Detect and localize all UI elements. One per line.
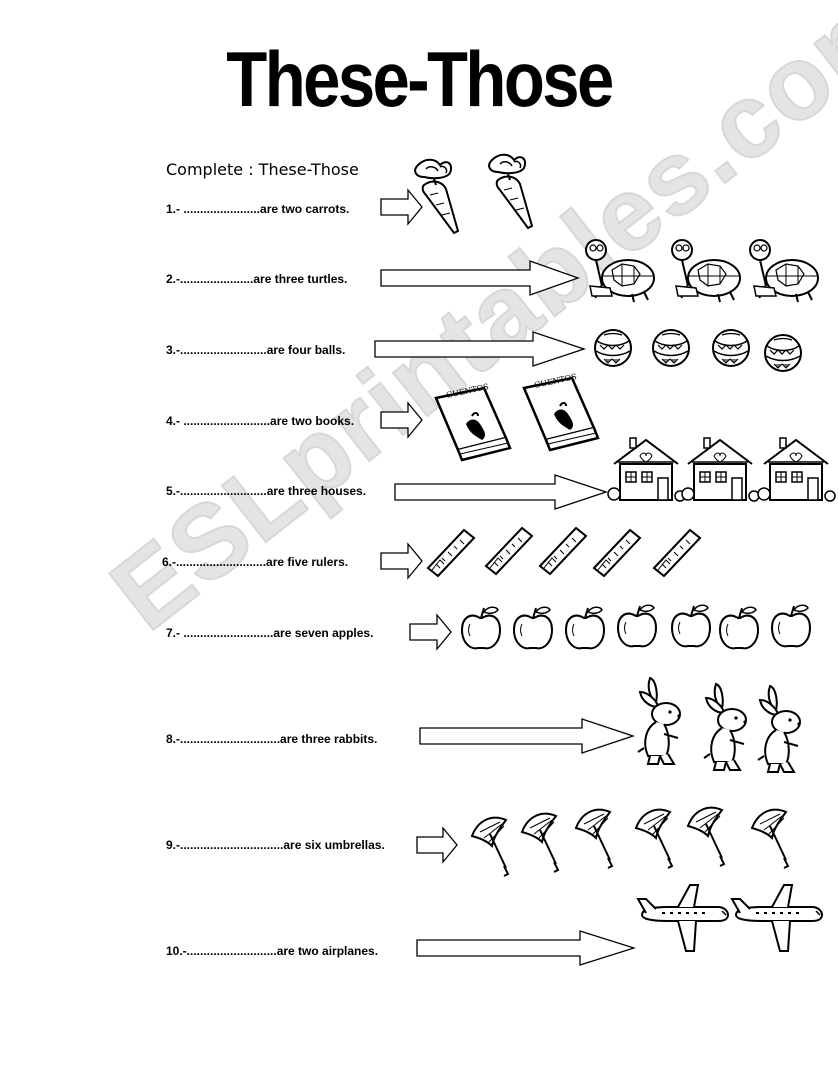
instruction: Complete : These-Those: [166, 160, 359, 179]
ruler-icon: [593, 529, 641, 577]
ruler-icon: [539, 527, 587, 575]
exercise-item-4: 4.- ..........................are two bo…: [166, 414, 355, 428]
arrow-10: [416, 930, 637, 966]
turtle-icon: [671, 239, 741, 303]
rabbit-icon: [757, 685, 802, 773]
ruler-icon: [485, 527, 533, 575]
arrow-5: [394, 474, 609, 510]
rabbit-icon: [637, 677, 682, 765]
carrot-icon: [488, 153, 533, 229]
ball-icon: [652, 329, 690, 367]
umbrella-icon: [687, 806, 725, 867]
apple-icon: [461, 606, 501, 650]
ball-icon: [712, 329, 750, 367]
house-icon: [681, 437, 760, 502]
exercise-item-1: 1.- .......................are two carro…: [166, 202, 350, 216]
apple-icon: [513, 606, 553, 650]
airplane-icon: [731, 884, 823, 952]
turtle-icon: [749, 239, 819, 303]
exercise-item-7: 7.- ...........................are seven…: [166, 626, 374, 640]
book-label: CUENTOS: [534, 372, 578, 390]
exercise-item-10: 10.-...........................are two a…: [166, 944, 379, 958]
airplane-icon: [637, 884, 729, 952]
exercise-item-8: 8.-..............................are thr…: [166, 732, 378, 746]
ball-icon: [764, 334, 802, 372]
arrow-9: [416, 826, 458, 864]
exercise-item-3: 3.-..........................are four ba…: [166, 343, 346, 357]
exercise-item-9: 9.-...............................are si…: [166, 838, 385, 852]
rabbit-icon: [703, 683, 748, 771]
arrow-6: [380, 542, 423, 580]
umbrella-icon: [521, 812, 559, 873]
umbrella-icon: [751, 808, 789, 869]
exercise-item-5: 5.-..........................are three h…: [166, 484, 367, 498]
apple-icon: [671, 604, 711, 648]
arrow-1: [380, 188, 423, 226]
arrow-8: [419, 718, 636, 754]
exercise-item-2: 2.-......................are three turtl…: [166, 272, 348, 286]
ruler-icon: [427, 529, 475, 577]
umbrella-icon: [635, 808, 673, 869]
page-title: These-Those: [226, 35, 614, 123]
umbrella-icon: [575, 808, 613, 869]
carrot-icon: [414, 158, 459, 234]
house-icon: [607, 437, 686, 502]
house-icon: [757, 437, 836, 502]
arrow-7: [409, 613, 452, 651]
exercise-item-6: 6.-...........................are five r…: [162, 555, 349, 569]
apple-icon: [719, 606, 759, 650]
apple-icon: [771, 604, 811, 648]
ruler-icon: [653, 529, 701, 577]
umbrella-icon: [471, 816, 509, 877]
ball-icon: [594, 329, 632, 367]
book-icon: CUENTOS: [522, 372, 600, 452]
apple-icon: [565, 606, 605, 650]
apple-icon: [617, 604, 657, 648]
